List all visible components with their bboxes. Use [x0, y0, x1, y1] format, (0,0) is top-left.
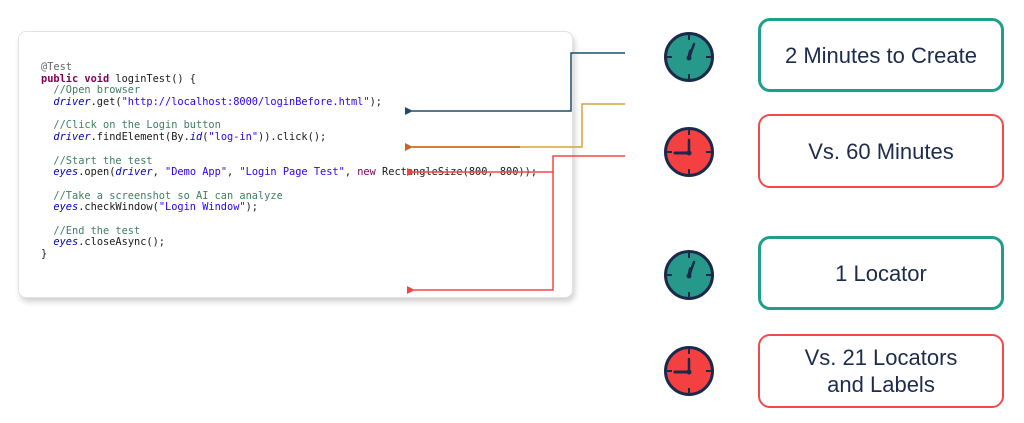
connector-blue — [405, 52, 625, 115]
code-token: , — [152, 166, 166, 179]
code-token: ); — [369, 96, 382, 109]
code-token: //Open browser — [53, 84, 141, 97]
code-token: driver — [53, 131, 91, 144]
code-token: eyes — [53, 236, 79, 249]
clock-icon-teal — [664, 32, 714, 82]
code-token: @Test — [41, 61, 72, 73]
code-token: .checkWindow( — [78, 201, 159, 214]
code-token: ( — [202, 131, 209, 144]
code-token: .get( — [90, 96, 122, 109]
code-line: //Open browser — [41, 85, 537, 97]
code-token: "http://localhost:8000/loginBefore.html" — [121, 96, 370, 109]
code-line: //Take a screenshot so AI can analyze — [41, 189, 537, 203]
code-token: ); — [245, 201, 259, 214]
code-line: //Start the test — [41, 154, 537, 168]
code-token: loginTest() { — [109, 72, 196, 85]
code-line: driver.findElement(By.id("log-in")).clic… — [41, 131, 537, 144]
comparison-box-manual-time: Vs. 60 Minutes — [758, 114, 1004, 188]
code-token: //Start the test — [53, 154, 153, 167]
code-token: //Click on the Login button — [53, 119, 221, 132]
comparison-label: 1 Locator — [835, 260, 927, 286]
code-token: driver — [53, 96, 91, 109]
code-line: driver.get("http://localhost:8000/loginB… — [41, 96, 537, 109]
code-token: id — [189, 131, 203, 144]
code-token: .findElement(By. — [90, 131, 190, 144]
code-token: //End the test — [53, 224, 141, 237]
comparison-box-create-time: 2 Minutes to Create — [758, 18, 1004, 92]
comparison-label: 2 Minutes to Create — [785, 42, 977, 68]
code-token: new — [357, 166, 376, 179]
code-token: .closeAsync(); — [78, 236, 166, 249]
comparison-label: Vs. 60 Minutes — [808, 138, 954, 164]
code-token: )).click(); — [258, 131, 327, 144]
code-token: } — [41, 248, 48, 260]
code-token: eyes — [53, 201, 79, 214]
code-token: eyes — [53, 166, 79, 179]
code-token: "Login Window" — [158, 201, 246, 214]
code-token: //Take a screenshot so AI can analyze — [53, 189, 283, 202]
code-token: "Demo App" — [165, 166, 228, 179]
clock-icon-teal — [664, 250, 714, 300]
connector-red-lower — [407, 172, 554, 294]
comparison-label: Vs. 21 Locators and Labels — [804, 345, 958, 397]
code-token: .open( — [78, 166, 116, 179]
code-line: @Test — [41, 61, 537, 74]
connector-red-upper — [407, 155, 625, 176]
code-line: public void loginTest() { — [41, 72, 537, 86]
code-line: eyes.checkWindow("Login Window"); — [41, 201, 537, 214]
code-line: eyes.closeAsync(); — [41, 236, 537, 249]
comparison-box-locators: 1 Locator — [758, 236, 1004, 310]
code-token: , — [227, 166, 240, 179]
clock-icon-red — [664, 127, 714, 177]
code-line: //End the test — [41, 224, 537, 238]
code-token: , — [344, 166, 358, 179]
comparison-box-manual-locators: Vs. 21 Locators and Labels — [758, 334, 1004, 408]
code-line: //Click on the Login button — [41, 120, 537, 132]
code-token: driver — [115, 166, 153, 179]
code-line: } — [41, 248, 537, 261]
code-token: "Login Page Test" — [239, 166, 345, 179]
code-token: "log-in" — [208, 131, 259, 144]
clock-icon-red — [664, 346, 714, 396]
code-token: public void — [41, 72, 110, 85]
